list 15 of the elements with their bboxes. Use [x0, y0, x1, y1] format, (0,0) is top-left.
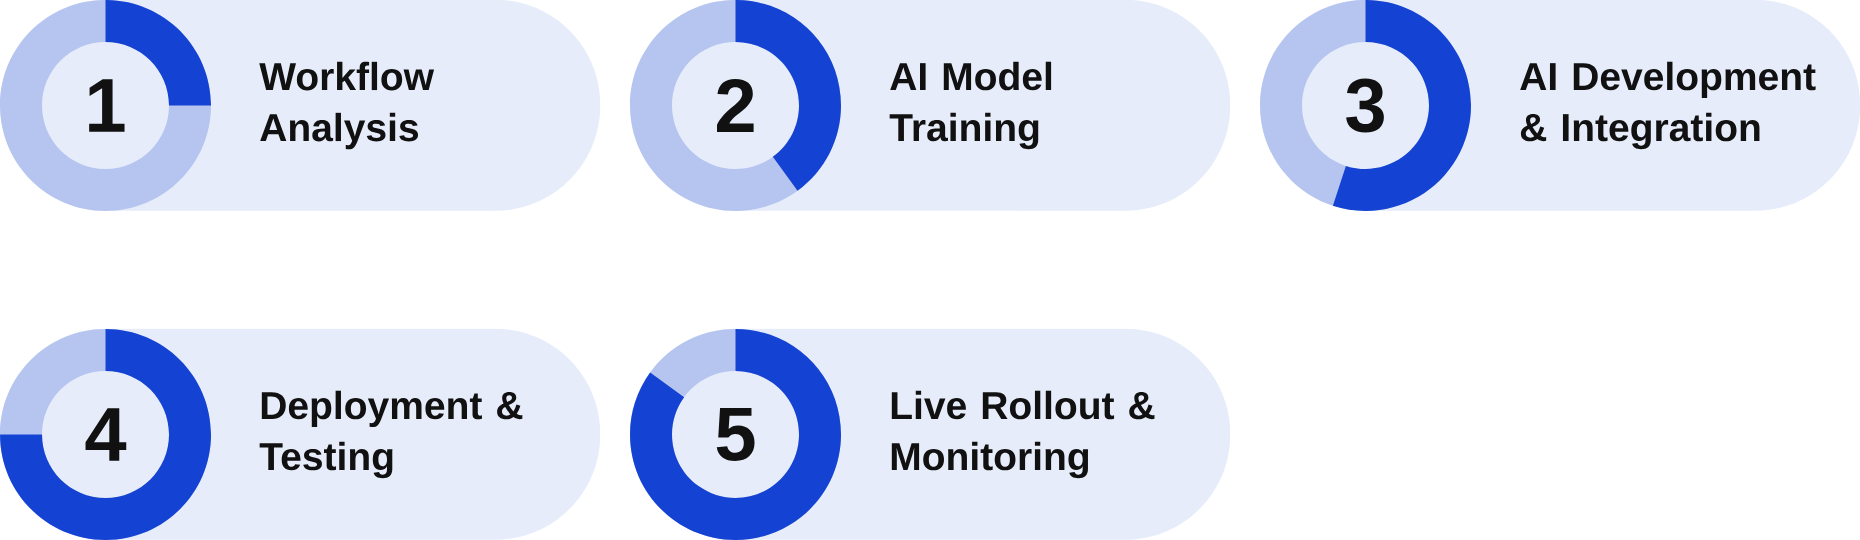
step-title: AI Model Training [889, 61, 1052, 150]
step-number: 4 [85, 408, 127, 461]
step-title: AI Development & Integration [1520, 61, 1816, 150]
step-card [0, 328, 601, 540]
step-title: Deployment & Testing [259, 390, 523, 479]
step-number: 5 [716, 407, 755, 461]
step-title: Live Rollout & Monitoring [891, 390, 1155, 479]
step-title: Workflow Analysis [259, 61, 435, 150]
step-number: 3 [1346, 78, 1384, 133]
step-number: 1 [89, 79, 125, 132]
step-card [630, 0, 1231, 211]
step-number: 2 [717, 78, 754, 132]
step-card [0, 0, 601, 211]
step-card [1260, 0, 1860, 211]
step-card [630, 328, 1231, 540]
